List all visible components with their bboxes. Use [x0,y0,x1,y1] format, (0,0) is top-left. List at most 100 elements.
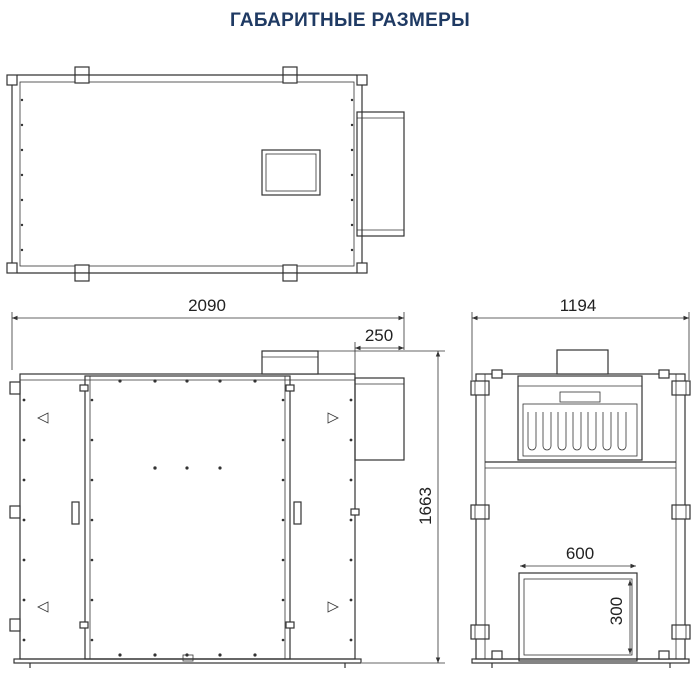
rivet [22,518,26,522]
heater-coil [602,412,612,451]
rivet [281,478,285,482]
airflow-arrow-icon [327,601,339,613]
front-roof-duct [261,350,319,375]
rivet [20,173,24,177]
mounting-bracket [671,624,691,640]
airflow-arrow-icon [37,601,49,613]
mounting-bracket [671,504,691,520]
dimension-length: 2090 [188,296,226,315]
mounting-bracket [282,66,298,76]
foot-clip [658,369,670,379]
terminal-block [559,391,601,403]
dimension-duct-offset: 250 [365,326,393,345]
rivet [185,653,189,657]
rivet [118,653,122,657]
rivet [350,148,354,152]
mounting-bracket [282,264,298,274]
mounting-bracket [470,380,490,396]
rivet [22,558,26,562]
rivet [349,558,353,562]
hinge [79,384,89,392]
corner-clip [356,262,368,274]
dimension-height: 1663 [416,487,435,525]
rivet [350,123,354,127]
rivet [350,173,354,177]
front-door-panel [84,375,291,660]
rivet [349,518,353,522]
hinge [79,621,89,629]
rivet [153,466,157,470]
rivet [20,198,24,202]
rivet [185,466,189,470]
rivet [90,398,94,402]
airflow-arrow-icon [37,412,49,424]
dimension-opening-width: 600 [566,544,594,563]
edge-clip [9,381,21,395]
rivet [349,398,353,402]
dimension-width: 1194 [560,296,597,315]
hinge [350,508,360,516]
door-handle-left [71,501,80,525]
mounting-bracket [470,624,490,640]
edge-clip [9,505,21,519]
page-title: ГАБАРИТНЫЕ РАЗМЕРЫ [230,10,470,31]
rivet [22,398,26,402]
corner-clip [6,74,18,86]
rivet [90,438,94,442]
rivet [153,379,157,383]
mounting-bracket [74,66,90,76]
rivet [22,638,26,642]
mounting-bracket [671,380,691,396]
dimension-opening-height: 300 [607,597,626,625]
top-view-side-duct [356,111,405,237]
rivet [349,478,353,482]
rivet [281,558,285,562]
rivet [281,518,285,522]
rivet [20,248,24,252]
rivet [218,466,222,470]
rivet [350,98,354,102]
heater-unit [517,375,643,461]
corner-clip [6,262,18,274]
mounting-bracket [74,74,90,84]
hinge [285,621,295,629]
rivet [350,198,354,202]
rivet [253,653,257,657]
foot-clip [491,369,503,379]
rivet [90,558,94,562]
mounting-bracket [470,504,490,520]
corner-clip [356,74,368,86]
heater-coil [572,412,582,451]
heater-coil [587,412,597,451]
rivet [281,638,285,642]
side-view [470,349,691,668]
front-side-duct [354,377,405,461]
rivet [218,653,222,657]
rivet [218,379,222,383]
mounting-bracket [282,272,298,282]
rivet [22,438,26,442]
top-view [6,66,405,282]
rivet [90,478,94,482]
rivet [281,438,285,442]
rivet [22,478,26,482]
rivet [349,438,353,442]
airflow-arrow-icon [327,412,339,424]
rivet [350,223,354,227]
rivet [22,598,26,602]
rivet [253,379,257,383]
heater-coil [557,412,567,451]
hinge [285,384,295,392]
rivet [20,148,24,152]
rivet [349,638,353,642]
edge-clip [9,618,21,632]
rivet [20,123,24,127]
foot-clip [491,650,503,660]
mounting-bracket [74,264,90,274]
rivet [90,638,94,642]
rivet [185,379,189,383]
mounting-bracket [74,272,90,282]
bottom-opening [518,572,638,662]
rivet [350,248,354,252]
